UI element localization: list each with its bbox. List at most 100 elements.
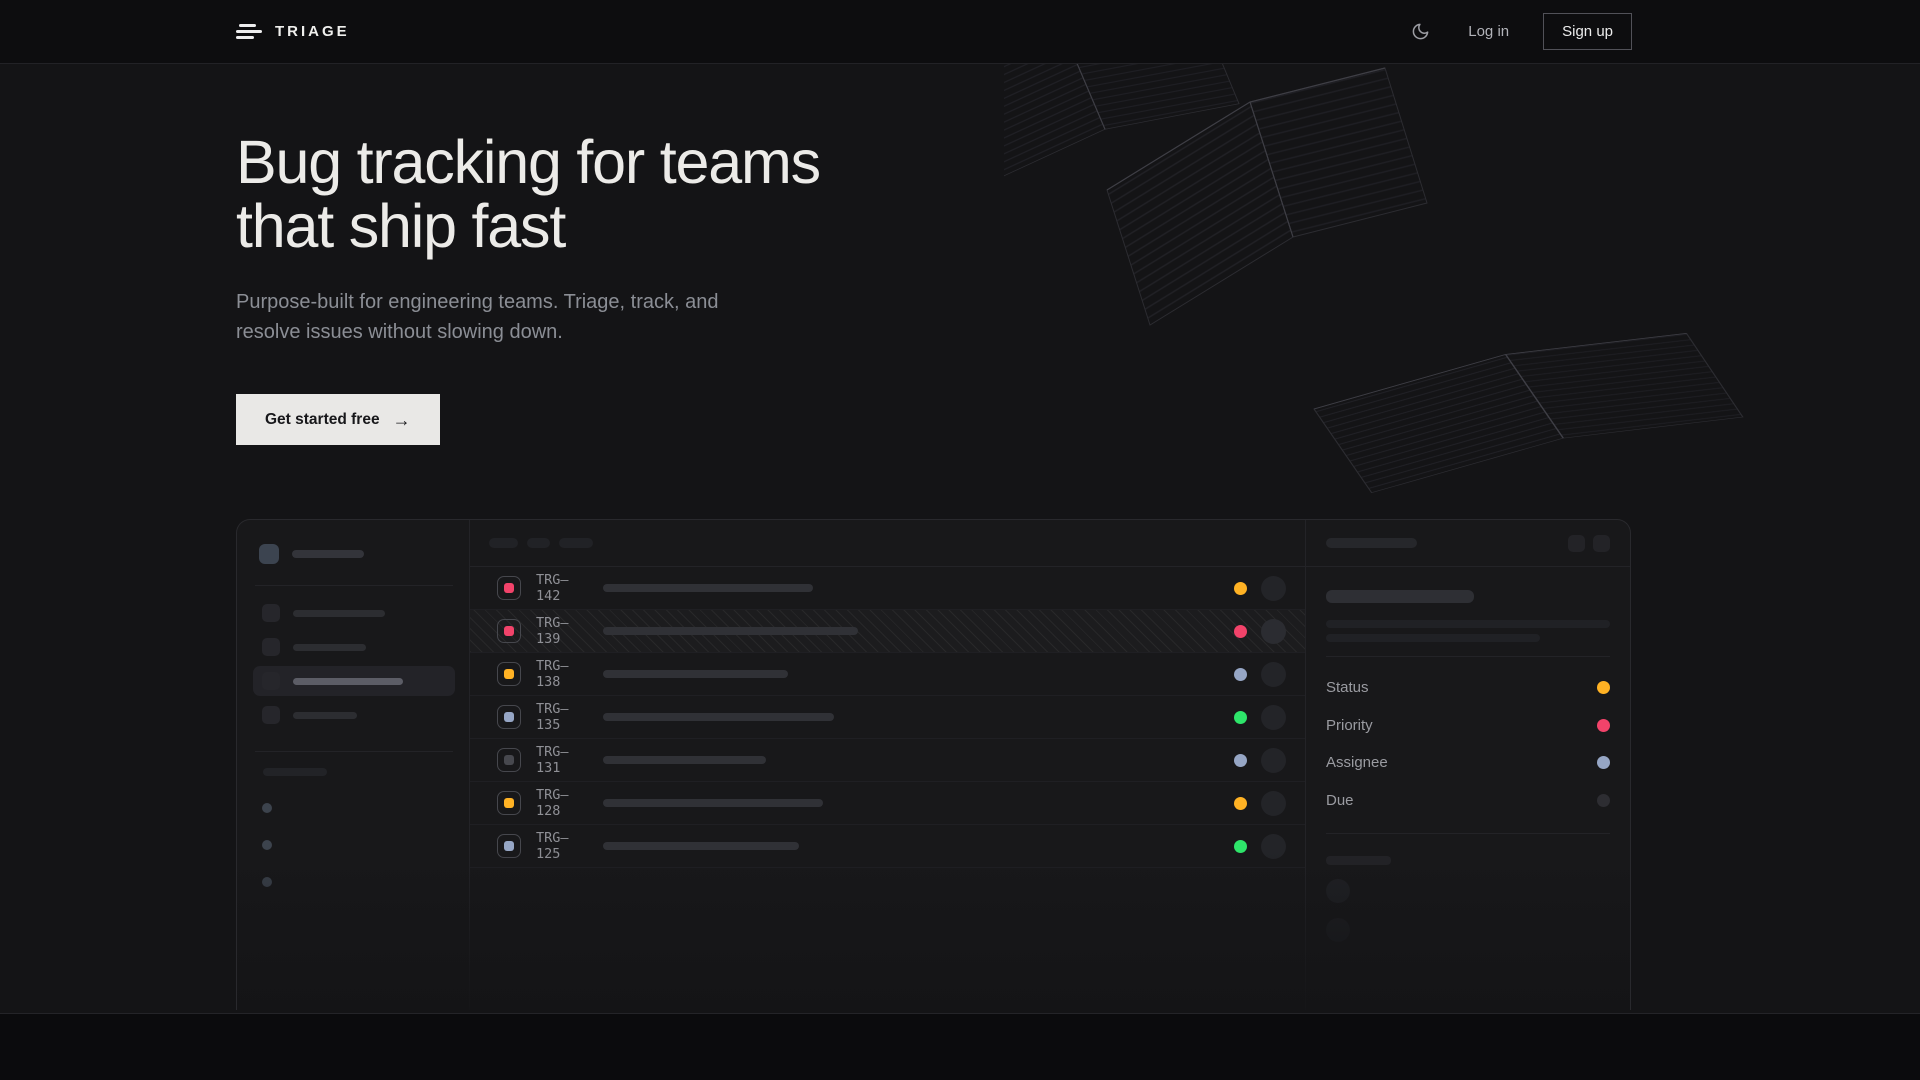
issue-type-icon (497, 834, 521, 858)
issue-list-header (470, 520, 1305, 567)
avatar (1261, 790, 1286, 816)
issue-type-icon (497, 748, 521, 772)
sidebar-dot (262, 877, 272, 887)
field-label: Due (1326, 791, 1354, 809)
detail-field-row: Status (1326, 669, 1610, 707)
mockup-issue-list: TRG–142 TRG–139 TRG–138 TRG–135 TRG–131 … (470, 520, 1306, 1010)
activity-label-skeleton (1326, 856, 1391, 865)
sidebar-item-skeleton (253, 632, 455, 662)
issue-type-icon (497, 576, 521, 600)
divider (1326, 833, 1610, 834)
sidebar-item-skeleton (253, 598, 455, 628)
moon-icon (1412, 23, 1429, 40)
sidebar-item-skeleton (253, 700, 455, 730)
divider (255, 751, 453, 752)
detail-field-row: Assignee (1326, 744, 1610, 782)
description-line-skeleton (1326, 620, 1610, 628)
issue-id: TRG–128 (536, 787, 569, 819)
detail-title-skeleton (1326, 538, 1417, 548)
status-dot (1234, 581, 1247, 595)
detail-action-button-skeleton (1593, 534, 1610, 552)
issue-id: TRG–135 (536, 701, 569, 733)
issue-row: TRG–131 (470, 739, 1305, 782)
navbar-actions: Log in Sign up (1407, 13, 1632, 50)
status-dot (1234, 796, 1247, 810)
issue-id: TRG–142 (536, 572, 569, 604)
issue-row: TRG–125 (470, 825, 1305, 868)
issue-title-skeleton (603, 627, 858, 635)
section-label-skeleton (263, 768, 327, 776)
theme-toggle-button[interactable] (1407, 18, 1434, 45)
issue-type-icon (497, 662, 521, 686)
filter-pill-skeleton (489, 538, 518, 548)
field-value-dot (1597, 793, 1610, 807)
issue-row: TRG–139 (470, 610, 1305, 653)
signup-button[interactable]: Sign up (1543, 13, 1632, 50)
brand-name: TRIAGE (275, 23, 350, 40)
issue-id: TRG–138 (536, 658, 569, 690)
issue-row: TRG–128 (470, 782, 1305, 825)
field-value-dot (1597, 681, 1610, 695)
get-started-button[interactable]: Get started free → (236, 394, 440, 445)
avatar (1261, 747, 1286, 773)
status-dot (1234, 667, 1247, 681)
field-value-dot (1597, 718, 1610, 732)
divider (1326, 656, 1610, 657)
filter-pill-skeleton (559, 538, 593, 548)
workspace-icon (259, 544, 279, 564)
issue-row: TRG–138 (470, 653, 1305, 696)
navbar: TRIAGE Log in Sign up (0, 0, 1920, 64)
status-dot (1234, 753, 1247, 767)
sidebar-dot (262, 840, 272, 850)
field-label: Priority (1326, 716, 1373, 734)
issue-title-skeleton (603, 756, 766, 764)
detail-action-button-skeleton (1568, 534, 1585, 552)
field-value-dot (1597, 756, 1610, 770)
avatar (1261, 618, 1286, 644)
issue-title-skeleton (1326, 590, 1474, 603)
issue-id: TRG–131 (536, 744, 569, 776)
arrow-right-icon: → (392, 409, 411, 430)
avatar (1261, 833, 1286, 859)
hero-subtitle: Purpose-built for engineering teams. Tri… (236, 291, 719, 343)
triage-logo-icon (236, 23, 262, 40)
issue-row: TRG–142 (470, 567, 1305, 610)
login-link[interactable]: Log in (1468, 23, 1510, 40)
detail-body: Status Priority Assignee Due (1306, 567, 1630, 942)
issue-title-skeleton (603, 670, 788, 678)
footer-strip (0, 1013, 1920, 1080)
detail-header (1306, 520, 1630, 567)
status-dot (1234, 710, 1247, 724)
description-line-skeleton (1326, 634, 1540, 642)
status-dot (1234, 624, 1247, 638)
avatar (1261, 661, 1286, 687)
sidebar-item-skeleton-active (253, 666, 455, 696)
avatar (1261, 575, 1286, 601)
divider (255, 585, 453, 586)
brand-logo[interactable]: TRIAGE (236, 23, 350, 40)
issue-row: TRG–135 (470, 696, 1305, 739)
comment-avatar-skeleton (1326, 879, 1350, 903)
app-mockup: TRG–142 TRG–139 TRG–138 TRG–135 TRG–131 … (236, 519, 1631, 1010)
detail-field-row: Priority (1326, 707, 1610, 745)
detail-fields: Status Priority Assignee Due (1326, 669, 1610, 819)
mockup-sidebar (237, 520, 470, 1010)
comment-avatar-skeleton (1326, 918, 1350, 942)
filter-pill-skeleton (527, 538, 550, 548)
issue-id: TRG–125 (536, 830, 569, 862)
issue-title-skeleton (603, 584, 813, 592)
detail-field-row: Due (1326, 782, 1610, 820)
issue-title-skeleton (603, 842, 799, 850)
issue-id: TRG–139 (536, 615, 569, 647)
workspace-switcher-skeleton (259, 544, 451, 564)
mockup-detail-panel: Status Priority Assignee Due (1306, 520, 1630, 1010)
field-label: Assignee (1326, 754, 1388, 772)
issue-type-icon (497, 791, 521, 815)
status-dot (1234, 839, 1247, 853)
issue-title-skeleton (603, 713, 834, 721)
issue-title-skeleton (603, 799, 823, 807)
field-label: Status (1326, 679, 1369, 697)
issue-type-icon (497, 705, 521, 729)
